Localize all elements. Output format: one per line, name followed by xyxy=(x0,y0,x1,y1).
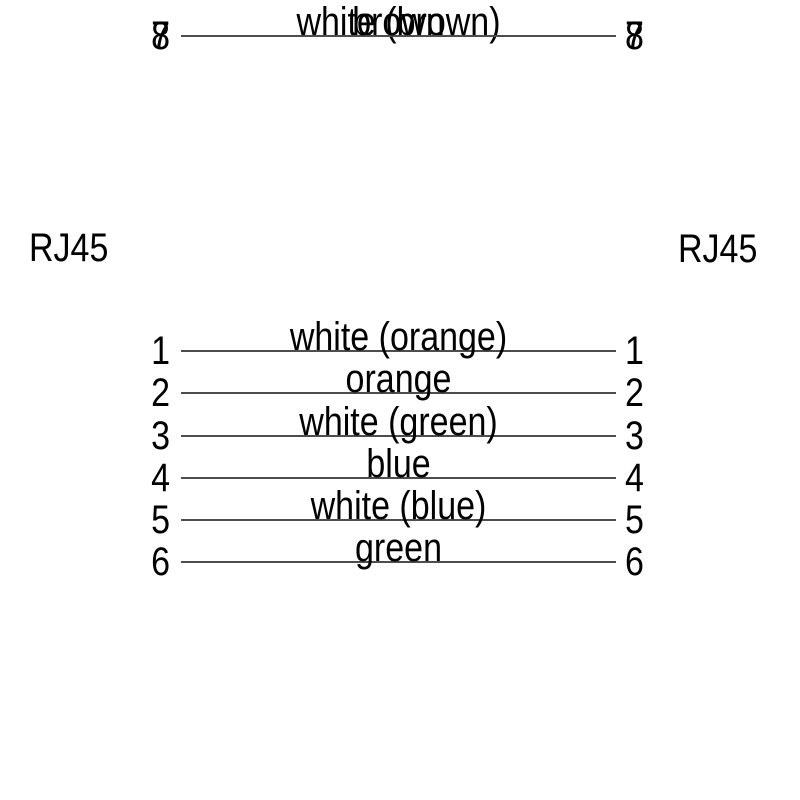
wire-color-label: blue xyxy=(366,442,431,486)
pin-number-right: 7 xyxy=(625,14,644,58)
pin-number-right: 2 xyxy=(625,371,644,415)
wire-line xyxy=(181,34,616,38)
wire-color-label: brown xyxy=(352,0,445,44)
pin-number-right: 1 xyxy=(625,329,644,373)
pin-number-right: 5 xyxy=(625,498,644,542)
wire-line xyxy=(181,349,616,353)
connector-label-right: RJ45 xyxy=(678,227,758,271)
pin-number-right: 6 xyxy=(625,540,644,584)
wire-color-label: white (orange) xyxy=(289,315,508,359)
wire-color-label: green xyxy=(355,526,442,570)
pin-number-left: 5 xyxy=(151,498,170,542)
pin-number-right: 4 xyxy=(625,456,644,500)
wire-color-label: white (blue) xyxy=(310,484,487,528)
connector-label-left: RJ45 xyxy=(29,226,109,270)
wire-row: 1 white (orange) 1 xyxy=(0,315,800,377)
wire-row: 2 orange 2 xyxy=(0,357,800,419)
pin-number-right: 3 xyxy=(625,414,644,458)
wire-color-label: orange xyxy=(345,357,452,401)
pin-number-left: 7 xyxy=(151,14,170,58)
wire-line xyxy=(181,518,616,522)
wire-row: 4 blue 4 xyxy=(0,442,800,504)
wire-line xyxy=(181,560,616,564)
pin-number-left: 2 xyxy=(151,371,170,415)
wire-row: 3 white (green) 3 xyxy=(0,400,800,462)
wire-row: 5 white (blue) 5 xyxy=(0,484,800,546)
wire-line xyxy=(181,434,616,438)
wire-line xyxy=(181,476,616,480)
pin-number-left: 4 xyxy=(151,456,170,500)
pin-number-left: 6 xyxy=(151,540,170,584)
pin-number-left: 8 xyxy=(151,14,170,58)
pin-number-left: 3 xyxy=(151,414,170,458)
wire-line xyxy=(181,391,616,395)
wire-row: 6 green 6 xyxy=(0,526,800,588)
pin-number-right: 8 xyxy=(625,14,644,58)
wire-color-label: white (green) xyxy=(299,400,498,444)
wire-row: 8 brown 8 xyxy=(0,0,800,62)
pin-number-left: 1 xyxy=(151,329,170,373)
